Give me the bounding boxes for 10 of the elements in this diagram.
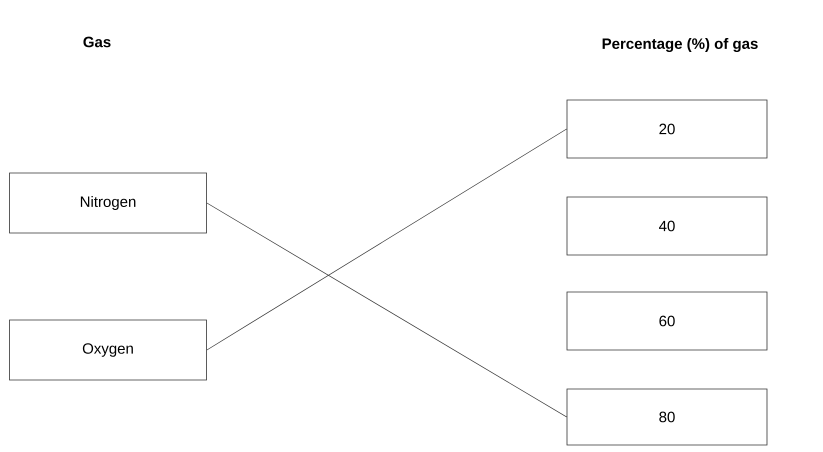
column-heading: Percentage (%) of gas <box>602 38 758 52</box>
answer-box: Nitrogen <box>9 172 207 234</box>
answer-box: 80 <box>566 388 768 446</box>
column-heading: Gas <box>83 36 111 48</box>
connecting-line <box>206 202 567 418</box>
answer-box: 40 <box>566 196 768 256</box>
connecting-line <box>206 128 567 350</box>
answer-box: 20 <box>566 100 768 158</box>
answer-box: Oxygen <box>9 320 207 380</box>
answer-box: 60 <box>566 292 768 350</box>
